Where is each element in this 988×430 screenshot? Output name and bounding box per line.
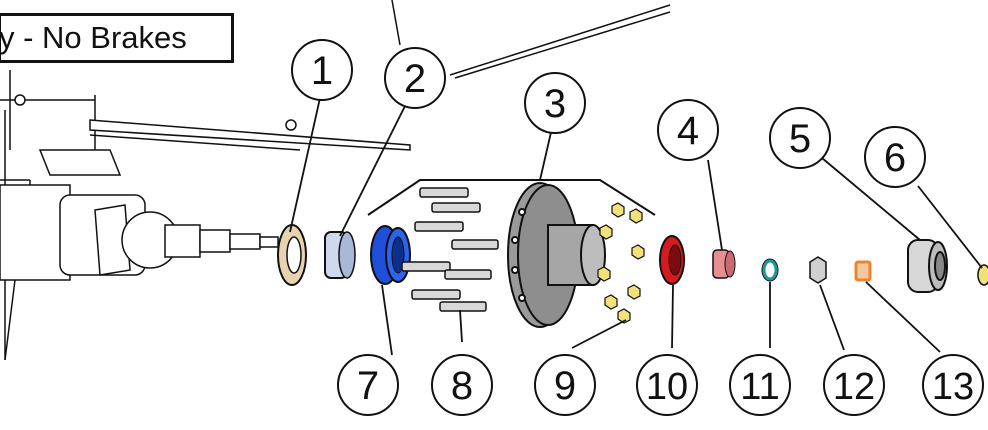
callout-12: 12 (823, 354, 885, 416)
svg-text:8: 8 (451, 364, 473, 408)
callout-7: 7 (337, 354, 399, 416)
dust-cap-icon (907, 239, 948, 293)
svg-text:7: 7 (357, 364, 379, 408)
lug-nut-icon (629, 208, 643, 224)
svg-text:6: 6 (884, 136, 906, 180)
callout-10: 10 (636, 354, 698, 416)
svg-text:12: 12 (833, 366, 875, 408)
callout-9: 9 (534, 354, 596, 416)
svg-text:13: 13 (932, 366, 974, 408)
small-o-ring (761, 258, 779, 282)
callout-8: 8 (431, 354, 493, 416)
stud-icon (439, 301, 487, 312)
group-bracket (367, 179, 656, 216)
svg-text:9: 9 (554, 364, 576, 408)
svg-text:11: 11 (740, 366, 779, 408)
callout-5: 5 (769, 107, 831, 169)
diagram-title: y - No Brakes (0, 13, 234, 63)
nut-retainer (854, 260, 872, 282)
callout-13: 13 (922, 354, 984, 416)
lug-nut-icon (617, 308, 631, 324)
leader-lines (289, 97, 983, 356)
callout-1: 1 (291, 39, 353, 101)
wheel-studs (401, 187, 499, 312)
callout-3: 3 (524, 72, 586, 134)
spindle-nut (809, 256, 827, 284)
cap-plug (977, 264, 988, 286)
lug-nut-icon (627, 284, 641, 300)
stud-icon (431, 202, 481, 213)
svg-text:3: 3 (544, 82, 566, 126)
stud-icon (451, 239, 499, 250)
callout-2: 2 (384, 47, 446, 109)
red-ring (659, 235, 685, 285)
lug-nuts (597, 202, 645, 324)
svg-text:10: 10 (646, 366, 688, 408)
stud-icon (419, 187, 469, 198)
hub-icon (507, 182, 606, 328)
stud-icon (411, 289, 461, 300)
axle-assembly-drawing (0, 94, 297, 281)
svg-text:5: 5 (789, 117, 811, 161)
stud-icon (401, 261, 451, 272)
callout-11: 11 (729, 354, 791, 416)
callout-4: 4 (657, 99, 719, 161)
svg-text:1: 1 (311, 49, 333, 93)
callout-6: 6 (864, 126, 926, 188)
svg-text:2: 2 (404, 57, 426, 101)
lug-nut-icon (597, 266, 611, 282)
grease-seal (370, 225, 411, 285)
lug-nut-icon (604, 294, 618, 310)
lug-nut-icon (631, 244, 645, 260)
inner-bearing-icon (324, 231, 356, 279)
outer-bearing-icon (712, 249, 736, 279)
lug-nut-icon (611, 202, 625, 218)
stud-icon (444, 269, 492, 280)
stud-icon (414, 221, 464, 232)
svg-text:4: 4 (677, 109, 699, 153)
thrust-washer (277, 224, 307, 286)
lug-nut-icon (599, 224, 613, 240)
